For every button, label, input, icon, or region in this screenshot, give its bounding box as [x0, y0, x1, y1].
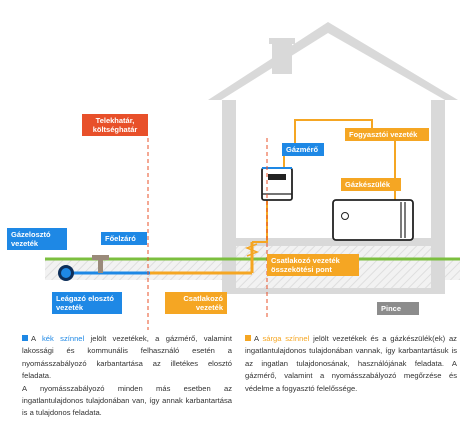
- legend-blue: A kék színnel jelölt vezetékek, a gázmér…: [22, 333, 232, 420]
- gas-appliance-icon: [332, 199, 414, 241]
- appliance-label: Gázkészülék: [341, 178, 401, 191]
- legend-yellow: A sárga színnel jelölt vezetékek és a gá…: [245, 333, 457, 395]
- branch-line-label: Leágazó elosztó vezeték: [52, 292, 122, 314]
- blue-square-icon: [22, 335, 28, 341]
- basement-floor: [222, 288, 445, 294]
- orange-square-icon: [245, 335, 251, 341]
- distribution-pipe-inner: [61, 268, 71, 278]
- house-wall-left: [222, 100, 236, 245]
- distributor-line-label: Gázelosztó vezeték: [7, 228, 67, 250]
- legend-yellow-prefix: A: [254, 334, 263, 343]
- main-valve-label: Főelzáró: [101, 232, 147, 245]
- gas-meter-label: Gázmérő: [282, 143, 324, 156]
- main-valve-stem: [98, 259, 103, 273]
- legend-blue-text1: jelölt vezetékek, a gázmérő, valamint la…: [22, 334, 232, 381]
- basement-label: Pince: [377, 302, 419, 315]
- property-boundary-label: Telekhatár, költséghatár: [82, 114, 148, 136]
- basement-wall-right: [431, 246, 445, 294]
- house-wall-right: [431, 100, 445, 245]
- legend-blue-text2: A nyomásszabályozó minden más esetben az…: [22, 383, 232, 418]
- connection-point-symbol: [244, 243, 260, 257]
- house-chimney-cap: [269, 38, 295, 44]
- legend-yellow-text1: jelölt vezetékek és a gázkészülék(ek) az…: [245, 334, 457, 393]
- gas-meter-icon: [261, 167, 293, 201]
- house-roof: [208, 22, 458, 100]
- connection-line-label: Csatlakozó vezeték: [165, 292, 227, 314]
- main-valve-handle: [92, 255, 109, 260]
- gas-connection-diagram: [45, 22, 460, 330]
- consumer-pipe: [252, 198, 268, 243]
- legend-yellow-highlight: sárga színnel: [262, 334, 310, 343]
- connection-point-label: Csatlakozó vezeték összekötési pont: [267, 254, 359, 276]
- basement-wall-left: [222, 246, 236, 294]
- house-floor-slab: [222, 238, 445, 246]
- legend-blue-highlight: kék színnel: [42, 334, 85, 343]
- house-chimney: [272, 42, 292, 74]
- consumer-line-label: Fogyasztói vezeték: [345, 128, 429, 141]
- legend-blue-prefix: A: [31, 334, 42, 343]
